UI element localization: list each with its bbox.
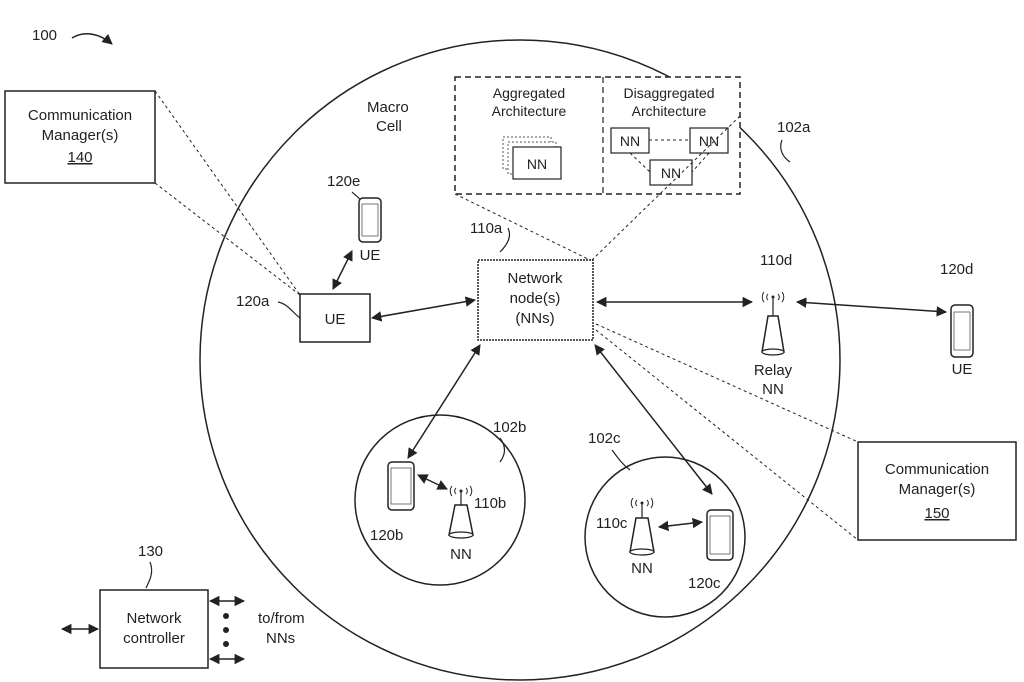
comm-manager-140-link-bottom: [154, 182, 301, 296]
aggregated-nn-box: [512, 146, 562, 180]
comm-manager-140-link-top: [154, 90, 301, 296]
small-cell-c-ref-leader: [611, 449, 631, 471]
disaggregated-link-1-3: [629, 152, 651, 173]
network-controller-tofrom-line2: NNs: [266, 630, 295, 647]
disaggregated-nn-label-2: NN: [699, 133, 719, 149]
disaggregated-nn-box-2: [689, 127, 729, 154]
aggregated-label-line1: Aggregated: [493, 85, 565, 101]
relay-antenna-icon: [761, 291, 785, 356]
network-node-box: [477, 259, 594, 341]
network-controller-line2: controller: [123, 630, 185, 647]
link-nn110c-ue120c: [657, 517, 704, 532]
network-node-line1: Network: [507, 270, 563, 287]
comm-manager-140-box: [4, 90, 156, 184]
network-node-ref-leader: [499, 227, 511, 253]
comm-manager-140-line1: Communication: [28, 107, 132, 124]
comm-manager-150-ref: 150: [924, 505, 949, 522]
ue-120d-phone-icon: [950, 304, 974, 358]
comm-manager-140-line2: Manager(s): [42, 127, 119, 144]
macro-cell-ref: 102a: [777, 119, 811, 136]
network-controller-line1: Network: [126, 610, 182, 627]
ue-120a-ref-leader: [277, 301, 301, 319]
figure-number: 100: [32, 27, 57, 44]
ue-120e-label: UE: [360, 247, 381, 264]
ue-120c-phone-icon: [706, 509, 734, 561]
macro-cell-label-line2: Cell: [376, 118, 402, 135]
ue-120e-ref: 120e: [327, 173, 360, 190]
disaggregated-link-2-3: [691, 152, 710, 173]
network-controller-tofrom-line1: to/from: [258, 610, 305, 627]
architecture-zoom-line-right: [591, 115, 741, 261]
link-network-node-ue120c: [594, 344, 713, 495]
macro-cell-ref-leader: [780, 139, 791, 163]
comm-manager-150-link-top: [595, 323, 859, 443]
small-cell-c-ref: 102c: [588, 430, 621, 447]
link-network-node-ue120b: [407, 344, 481, 459]
aggregated-nn-label: NN: [527, 156, 547, 172]
nn-110b-label: NN: [450, 546, 472, 563]
nn-110c-antenna-icon: [629, 497, 655, 556]
relay-ref: 110d: [760, 252, 792, 269]
relay-label-line2: NN: [762, 381, 784, 398]
macro-cell-circle: [199, 39, 841, 681]
network-node-line2: node(s): [510, 290, 561, 307]
ue-120a-label: UE: [325, 311, 346, 328]
disaggregated-nn-label-1: NN: [620, 133, 640, 149]
ue-120c-ref: 120c: [688, 575, 721, 592]
nn-110c-label: NN: [631, 560, 653, 577]
network-node-line3: (NNs): [515, 310, 554, 327]
nn-110b-ref: 110b: [474, 495, 506, 512]
nn-110c-ref: 110c: [596, 515, 628, 532]
ue-120d-label: UE: [952, 361, 973, 378]
small-cell-b-ref: 102b: [493, 419, 526, 436]
figure-number-arrow: [71, 32, 113, 45]
disaggregated-label-line1: Disaggregated: [623, 85, 714, 101]
ue-120e-phone-icon: [358, 197, 382, 243]
comm-manager-150-box: [857, 441, 1017, 541]
disaggregated-nn-label-3: NN: [661, 165, 681, 181]
disaggregated-label-line2: Architecture: [632, 103, 707, 119]
aggregated-label-line2: Architecture: [492, 103, 567, 119]
network-node-ref: 110a: [470, 220, 503, 237]
ue-120b-phone-icon: [387, 461, 415, 511]
comm-manager-150-line2: Manager(s): [899, 481, 976, 498]
network-controller-ellipsis: [223, 613, 229, 647]
ue-120b-ref: 120b: [370, 527, 403, 544]
ue-120a-box: [299, 293, 371, 343]
macro-cell-label-line1: Macro: [367, 99, 409, 116]
network-controller-ref: 130: [138, 543, 163, 560]
architecture-zoom-line-left: [454, 193, 591, 261]
nn-110b-antenna-icon: [448, 485, 474, 539]
ue-120a-ref: 120a: [236, 293, 270, 310]
small-cell-b-ref-leader: [499, 437, 506, 463]
link-ue120a-network-node: [370, 296, 477, 322]
link-ue120b-nn110b: [417, 474, 448, 490]
comm-manager-150-link-bottom: [595, 329, 859, 541]
network-controller-ref-leader: [145, 561, 153, 589]
disaggregated-nn-box-3: [649, 159, 693, 186]
network-controller-box: [99, 589, 209, 669]
ue-120d-ref: 120d: [940, 261, 973, 278]
comm-manager-150-line1: Communication: [885, 461, 989, 478]
link-relay-ue120d: [795, 297, 948, 317]
link-ue120a-ue120e: [332, 250, 353, 290]
relay-label-line1: Relay: [754, 362, 793, 379]
comm-manager-140-ref: 140: [67, 149, 92, 166]
